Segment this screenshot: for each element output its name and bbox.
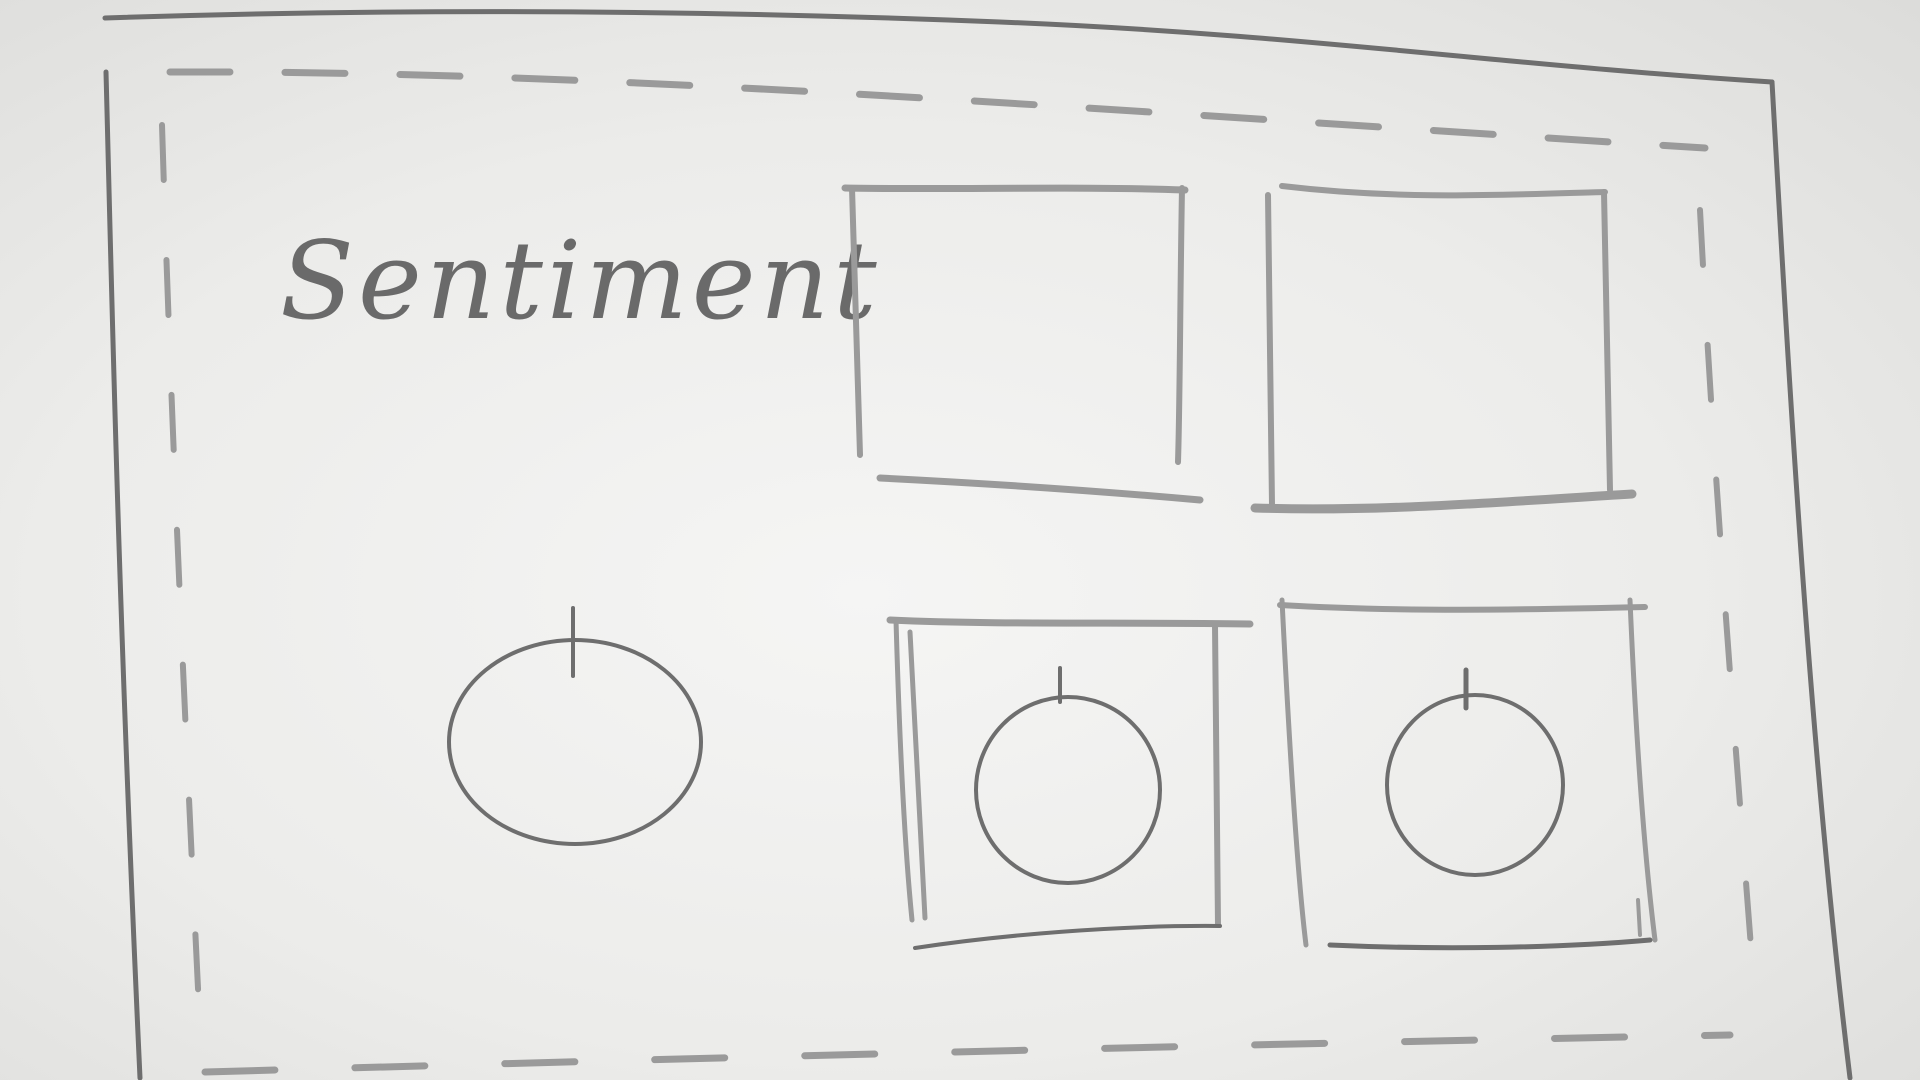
gauge-box-3[interactable]: [1277, 597, 1658, 951]
gauge-box-2[interactable]: [886, 616, 1254, 950]
sentiment-gauge-1[interactable]: [447, 606, 703, 846]
outer-frame: [102, 9, 1853, 1080]
page-title: Sentiment: [280, 219, 881, 344]
sentiment-gauge-2[interactable]: [974, 666, 1162, 885]
chart-box-2[interactable]: [1250, 183, 1637, 514]
inner-dashed-frame: [159, 68, 1758, 1076]
sentiment-gauge-3[interactable]: [1385, 667, 1565, 877]
chart-box-1[interactable]: [841, 184, 1204, 504]
